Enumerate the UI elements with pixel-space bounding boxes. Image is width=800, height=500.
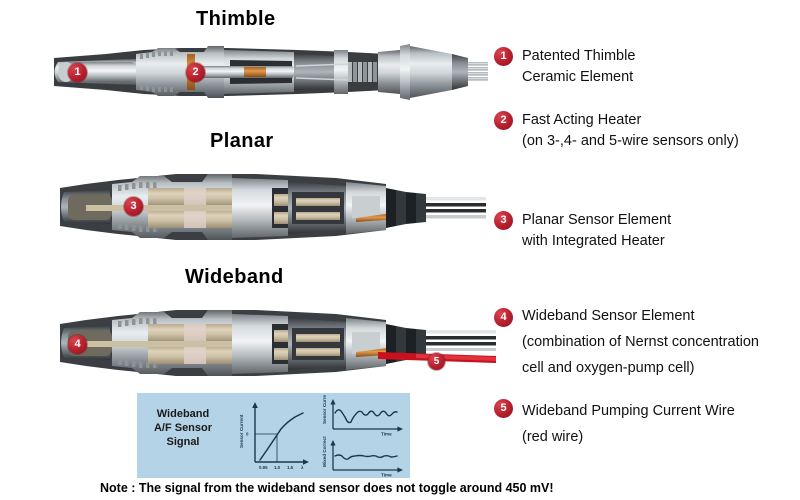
sensor-current-xlabel: Time — [381, 432, 392, 437]
legend-badge-2: 2 — [494, 111, 513, 130]
legend-line: Wideband Sensor Element — [522, 308, 695, 324]
legend-text-5: Wideband Pumping Current Wire (red wire) — [522, 398, 800, 450]
section-title-thimble: Thimble — [196, 8, 276, 30]
diagram-marker-4: 4 — [68, 335, 87, 354]
legend-line: Wideband Pumping Current Wire — [522, 403, 735, 419]
legend-badge-1: 1 — [494, 47, 513, 66]
planar-sensor-illustration — [56, 164, 486, 250]
inset-label-line: Wideband — [156, 408, 210, 420]
lambda-chart-ytick: 0 — [246, 432, 249, 437]
legend-text-3: Planar Sensor Element with Integrated He… — [522, 210, 800, 252]
diagram-marker-5: 5 — [428, 353, 445, 370]
legend-line: Patented Thimble — [522, 48, 636, 64]
lambda-chart-xtick: 1.0 — [274, 465, 281, 470]
wideband-sensor-illustration — [56, 300, 496, 386]
lambda-characteristic-chart: 0 0.95 1.0 1.5 λ Sensor Current — [229, 396, 313, 476]
lambda-chart-xlabel: λ — [301, 465, 304, 470]
diagram-marker-1: 1 — [68, 63, 87, 82]
mixture-correction-ylabel: Mixed Correction — [322, 436, 327, 467]
thimble-sensor-illustration — [48, 36, 488, 108]
diagram-marker-3: 3 — [124, 197, 143, 216]
legend-badge-3: 3 — [494, 211, 513, 230]
inset-label-line: A/F Sensor — [153, 422, 213, 434]
legend-text-1: Patented Thimble Ceramic Element — [522, 46, 800, 88]
section-title-wideband: Wideband — [185, 266, 284, 288]
mixture-correction-xlabel: Time — [381, 473, 392, 478]
section-title-planar: Planar — [210, 130, 274, 152]
legend-line: Ceramic Element — [522, 69, 634, 85]
legend-line: (on 3-,4- and 5-wire sensors only) — [522, 133, 739, 149]
legend-line: with Integrated Heater — [522, 233, 665, 249]
legend-badge-4: 4 — [494, 308, 513, 327]
legend-text-4: Wideband Sensor Element (combination of … — [522, 303, 800, 381]
legend-line: Fast Acting Heater — [522, 112, 642, 128]
footnote: Note : The signal from the wideband sens… — [100, 481, 554, 495]
sensor-current-ylabel: Sensor Current — [322, 395, 327, 424]
lambda-chart-xtick: 1.5 — [287, 465, 294, 470]
legend-line: (red wire) — [522, 429, 584, 445]
diagram-marker-2: 2 — [186, 63, 205, 82]
lambda-chart-ylabel: Sensor Current — [239, 414, 244, 448]
lambda-chart-xtick: 0.95 — [259, 465, 268, 470]
legend-text-2: Fast Acting Heater (on 3-,4- and 5-wire … — [522, 110, 800, 152]
legend-badge-5: 5 — [494, 399, 513, 418]
legend-line: Planar Sensor Element — [522, 212, 672, 228]
inset-label-line: Signal — [166, 436, 200, 448]
wideband-signal-inset-panel: Wideband A/F Sensor Signal 0 0.95 — [137, 393, 410, 478]
sensor-current-trace-chart: Sensor Current Time — [317, 395, 409, 437]
inset-panel-label: Wideband A/F Sensor Signal — [141, 407, 225, 449]
legend-line: (combination of Nernst concentration — [522, 334, 759, 350]
mixture-correction-trace-chart: Mixed Correction Time — [317, 436, 409, 478]
legend-line: cell and oxygen-pump cell) — [522, 360, 695, 376]
